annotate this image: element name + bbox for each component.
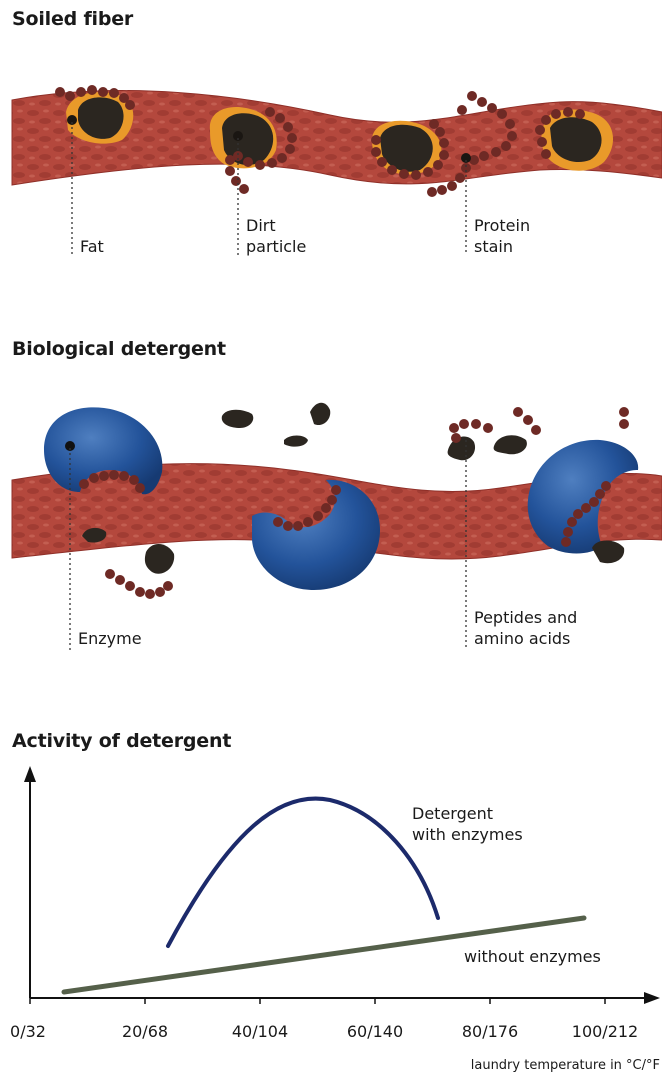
- x-tick-label-5: 100/212: [555, 1022, 655, 1041]
- legend-without-enzymes: without enzymes: [464, 946, 601, 967]
- series-with-enzymes-line: [168, 799, 438, 946]
- dirt-particle-label-line2: particle: [246, 236, 306, 257]
- enzyme-label: Enzyme: [78, 628, 142, 649]
- x-tick-label-2: 40/104: [210, 1022, 310, 1041]
- activity-chart: [24, 766, 660, 1004]
- x-tick-label-4: 80/176: [440, 1022, 540, 1041]
- x-tick-label-3: 60/140: [325, 1022, 425, 1041]
- legend-with-enzymes-line1: Detergent: [412, 803, 493, 824]
- fat-stain-2: [541, 109, 613, 170]
- dirt-particle-label-line1: Dirt: [246, 215, 276, 236]
- x-tick-label-1: 20/68: [95, 1022, 195, 1041]
- peptides-label-line2: amino acids: [474, 628, 570, 649]
- protein-stain-label-line1: Protein: [474, 215, 530, 236]
- x-axis-arrow: [644, 992, 660, 1004]
- y-axis-arrow: [24, 766, 36, 782]
- fat-label: Fat: [80, 236, 104, 257]
- x-tick-label-0: 0/32: [0, 1022, 78, 1041]
- x-axis-label: laundry temperature in °C/°F: [471, 1055, 660, 1076]
- protein-stain-label-line2: stain: [474, 236, 513, 257]
- peptides-label-line1: Peptides and: [474, 607, 577, 628]
- legend-with-enzymes-line2: with enzymes: [412, 824, 523, 845]
